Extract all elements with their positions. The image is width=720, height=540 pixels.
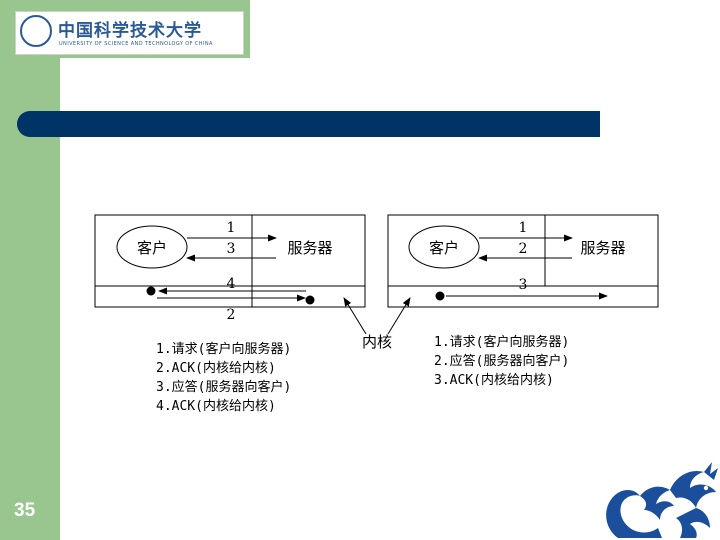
left-client-label: 客户 [137,239,167,257]
left-step-number: 3 [227,241,236,257]
left-legend-item: 2.ACK(内核给内核) [156,360,276,376]
left-client-kernel-dot [146,286,156,296]
kernel-pointer-left [343,297,367,335]
right-step-number: 1 [519,220,528,236]
left-server-label: 服务器 [287,239,332,257]
right-client-kernel-dot [435,291,445,301]
right-legend-item: 1.请求(客户向服务器) [434,334,569,350]
left-host-frame [94,214,366,308]
left-server-kernel-dot [305,295,315,305]
left-step-number: 2 [227,307,236,323]
right-server-label: 服务器 [580,239,625,257]
left-legend-item: 3.应答(服务器向客户) [156,379,291,395]
right-legend-item: 2.应答(服务器向客户) [434,353,569,369]
kernel-pointer-right [387,297,411,335]
seal-icon [20,15,52,47]
kernel-label: 内核 [362,333,392,351]
left-step-number: 1 [227,220,236,236]
logo-title: 中国科学技术大学 [58,21,202,41]
logo-subtitle: UNIVERSITY OF SCIENCE AND TECHNOLOGY OF … [59,41,213,47]
slide-content-area [60,58,720,540]
sidebar [0,0,60,540]
right-step-number: 3 [519,277,528,293]
right-host-frame [387,214,659,308]
left-step-number: 4 [227,276,236,292]
dragon-icon [606,462,718,538]
right-client-label: 客户 [429,239,459,257]
right-step-number: 2 [519,241,528,257]
title-bar [17,111,600,137]
left-legend-item: 1.请求(客户向服务器) [156,341,291,357]
left-legend-item: 4.ACK(内核给内核) [156,398,276,414]
right-legend-item: 3.ACK(内核给内核) [434,372,554,388]
left-client-ellipse [116,225,188,269]
page-number: 35 [14,500,36,521]
right-client-ellipse [408,225,480,269]
university-logo: 中国科学技术大学 UNIVERSITY OF SCIENCE AND TECHN… [15,11,244,55]
